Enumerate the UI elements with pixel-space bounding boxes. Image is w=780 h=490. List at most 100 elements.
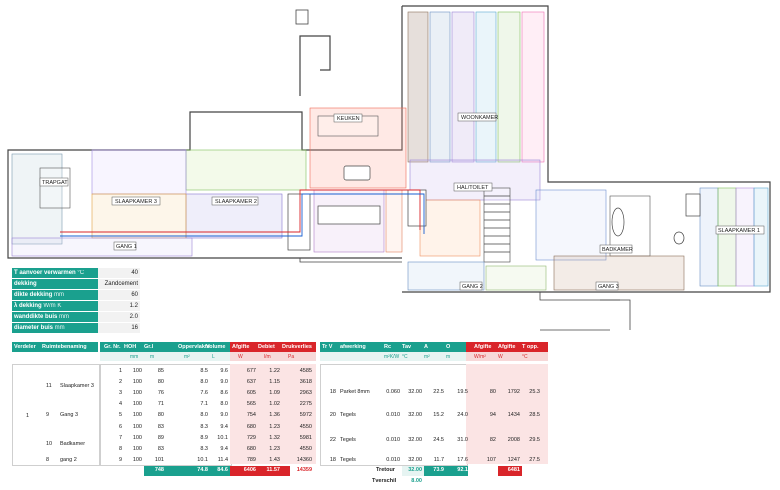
room-cell: 2008 bbox=[507, 436, 520, 443]
parameter-value: 2.0 bbox=[98, 311, 140, 323]
room-number: 11 bbox=[46, 383, 52, 390]
column-header: Afgifte bbox=[232, 344, 250, 350]
group-cell: 100 bbox=[132, 412, 142, 419]
group-cell: 8.0 bbox=[220, 401, 228, 408]
room-table-output-bg bbox=[466, 364, 548, 464]
group-cell: 8.0 bbox=[200, 412, 208, 419]
parameter-value: 1.2 bbox=[98, 300, 140, 312]
group-cell: 4585 bbox=[299, 368, 312, 374]
tretour-cell-bg bbox=[402, 466, 424, 476]
group-cell: 565 bbox=[246, 401, 256, 408]
column-header: Ruimtebenaming bbox=[42, 344, 87, 350]
room-label-gang2: GANG 2 bbox=[462, 284, 483, 290]
column-unit: m bbox=[150, 354, 155, 360]
room-label-slaapkamer2: SLAAPKAMER 2 bbox=[215, 199, 257, 205]
group-cell: 1.09 bbox=[269, 390, 280, 397]
group-cell: 1.15 bbox=[269, 379, 280, 386]
group-cell: 10.1 bbox=[217, 434, 228, 441]
group-cell: 8.3 bbox=[200, 445, 208, 452]
group-cell: 680 bbox=[246, 423, 256, 430]
room-cell: 15.2 bbox=[433, 412, 444, 419]
room-cell: 0.060 bbox=[386, 389, 400, 396]
group-total: 84.6 bbox=[217, 467, 228, 473]
column-unit: W bbox=[238, 354, 243, 360]
room-label-gang1: GANG 1 bbox=[116, 244, 137, 250]
tverschil-label: Tverschil bbox=[372, 478, 397, 484]
room-cell: Tegels bbox=[340, 436, 356, 443]
group-cell: 100 bbox=[132, 390, 142, 397]
room-cell: 107 bbox=[486, 456, 496, 463]
group-totals-bar-red bbox=[230, 466, 290, 476]
room-cell: 29.5 bbox=[529, 436, 540, 443]
room-cell: 82 bbox=[489, 436, 496, 443]
group-cell: 789 bbox=[246, 456, 256, 463]
group-cell: 729 bbox=[246, 434, 256, 441]
group-cell: 80 bbox=[157, 412, 164, 419]
group-cell: 9.4 bbox=[220, 445, 228, 452]
group-cell: 4 bbox=[118, 401, 122, 408]
group-cell: 6 bbox=[118, 423, 122, 430]
parameter-value: 40 bbox=[98, 268, 140, 279]
room-number: 10 bbox=[46, 440, 53, 447]
group-cell: 5972 bbox=[299, 412, 312, 419]
room-cell: 22 bbox=[329, 436, 336, 443]
group-cell: 1 bbox=[118, 368, 122, 374]
room-cell: 22.5 bbox=[433, 389, 444, 396]
left-table-frame bbox=[12, 364, 100, 466]
column-unit: mm bbox=[130, 354, 139, 360]
group-cell: 7 bbox=[118, 434, 122, 441]
group-cell: 85 bbox=[157, 368, 164, 374]
column-unit: W/m² bbox=[474, 354, 486, 360]
room-cell: 0.010 bbox=[386, 412, 400, 419]
group-cell: 7.1 bbox=[200, 401, 208, 408]
group-totals-bar bbox=[144, 466, 230, 476]
room-cell: 0.010 bbox=[386, 436, 400, 443]
column-header: Gr.l bbox=[144, 344, 154, 350]
column-unit: °C bbox=[402, 354, 408, 360]
room-cell: Tegels bbox=[340, 456, 356, 463]
group-cell: 71 bbox=[157, 401, 164, 408]
group-cell: 101 bbox=[154, 456, 164, 463]
parameter-label: diameter buis mm bbox=[12, 322, 98, 334]
room-cell: 19.5 bbox=[457, 389, 468, 396]
group-cell: 677 bbox=[246, 368, 256, 374]
group-cell: 3 bbox=[118, 390, 122, 397]
group-cell: 2963 bbox=[299, 390, 312, 397]
group-cell: 1.43 bbox=[269, 456, 280, 463]
group-cell: 4550 bbox=[299, 423, 312, 430]
group-cell: 1.23 bbox=[269, 423, 280, 430]
total-output-bar bbox=[498, 466, 522, 476]
total-output: 6481 bbox=[507, 467, 520, 473]
room-label-slaapkamer3: SLAAPKAMER 3 bbox=[115, 199, 157, 205]
group-total: 6406 bbox=[243, 467, 256, 473]
column-header: Debiet bbox=[258, 344, 275, 350]
column-header: Oppervlakte bbox=[178, 344, 210, 350]
room-label-gang3: GANG 3 bbox=[598, 284, 619, 290]
room-cell: 24.0 bbox=[457, 412, 468, 419]
room-name: Gang 3 bbox=[60, 412, 79, 419]
room-cell: 1792 bbox=[507, 389, 520, 396]
room-cell: 1247 bbox=[507, 456, 520, 463]
floor-plan: KEUKEN WOONKAMER SLAAPKAMER 3 SLAAPKAMER… bbox=[7, 5, 771, 331]
column-header: Gr. Nr. bbox=[104, 344, 121, 350]
room-cell: 32.00 bbox=[408, 389, 422, 396]
column-unit: m bbox=[446, 354, 451, 360]
column-header: Tr V bbox=[322, 344, 333, 350]
parameter-label: λ dekking W/m K bbox=[12, 300, 98, 312]
group-table-output-bg bbox=[230, 364, 316, 464]
group-total: 11.57 bbox=[266, 467, 280, 473]
group-cell: 10.1 bbox=[197, 456, 208, 463]
group-cell: 8.5 bbox=[200, 368, 208, 374]
group-cell: 100 bbox=[132, 445, 142, 452]
room-cell: 1434 bbox=[507, 412, 520, 419]
room-cell: 18 bbox=[329, 389, 336, 396]
verdeler-number: 1 bbox=[26, 413, 30, 419]
room-number: 9 bbox=[46, 412, 50, 419]
